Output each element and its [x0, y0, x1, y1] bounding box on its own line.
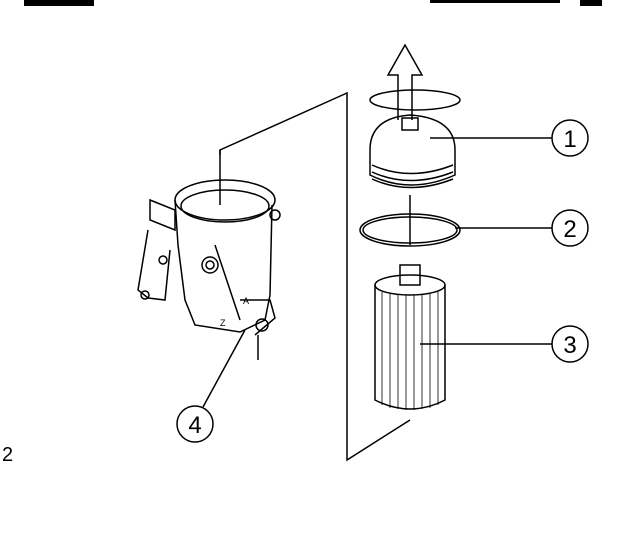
filter-element — [374, 264, 446, 410]
callout-3: 3 — [420, 325, 589, 363]
filter-cap — [369, 43, 461, 189]
housing-letter-z: Z — [220, 318, 226, 328]
filter-housing: Z A — [137, 179, 281, 360]
housing-letter-a: A — [243, 296, 249, 306]
callout-2-label: 2 — [563, 216, 576, 243]
callout-3-label: 3 — [563, 332, 576, 359]
callout-4-label: 4 — [188, 412, 201, 439]
figure-label: 2 — [2, 444, 14, 466]
scan-artifact-strip — [24, 0, 602, 6]
assembly-bracket-lines — [219, 91, 411, 462]
callout-1-label: 1 — [563, 126, 576, 153]
callout-2: 2 — [455, 209, 589, 247]
callout-4: 4 — [176, 329, 246, 443]
callout-1: 1 — [430, 119, 589, 157]
